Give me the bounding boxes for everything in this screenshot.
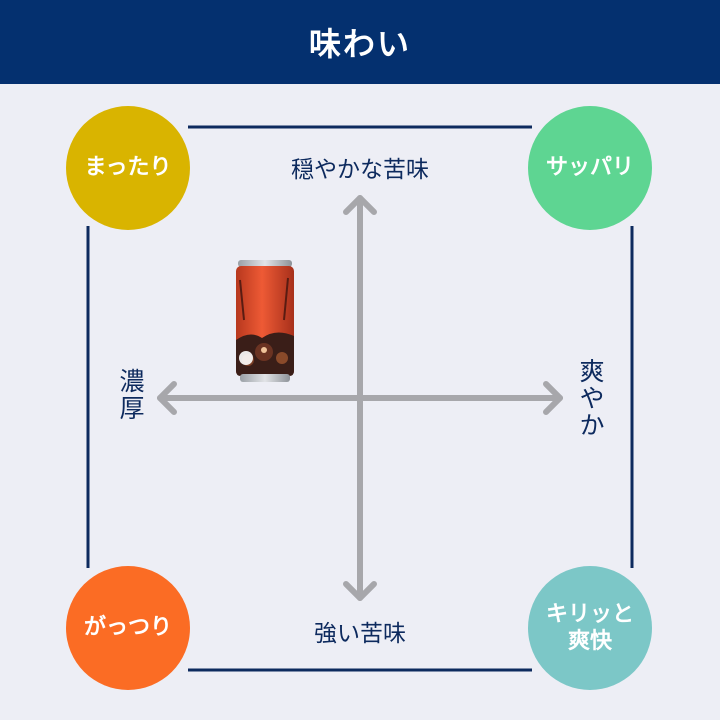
axis-label-strong-bitterness: 強い苦味 [0, 614, 720, 648]
beer-can-icon [234, 260, 296, 384]
axis-label-refreshing: 爽やか [572, 358, 608, 439]
product-can [234, 260, 296, 388]
axis-label-rich: 濃厚 [112, 368, 148, 422]
axis-label-mild-bitterness: 穏やかな苦味 [0, 150, 720, 184]
